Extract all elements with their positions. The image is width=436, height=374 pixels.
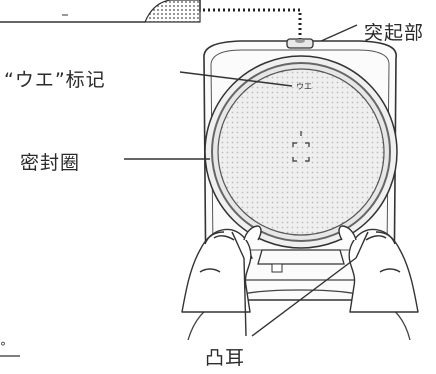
center-mark — [292, 131, 310, 162]
inset-fragment — [0, 0, 210, 23]
dotted-connector — [203, 8, 302, 42]
label-ue-small: ウエ — [296, 82, 312, 91]
label-protrusion: 突起部 — [364, 22, 425, 44]
label-seal-ring: 密封圈 — [20, 152, 81, 174]
text-fragment: ° — [0, 340, 6, 354]
label-lugs: 凸耳 — [205, 347, 246, 369]
leader-ue-mark — [179, 71, 293, 87]
hand-icon — [181, 225, 262, 313]
hand-icon — [338, 225, 419, 313]
inner-lid — [204, 55, 398, 249]
lid-latch — [257, 249, 345, 273]
leader-lug-left — [243, 257, 247, 337]
protrusion-knob — [286, 38, 314, 49]
label-ue-mark: “ウエ”标记 — [4, 69, 106, 91]
leader-lug-right — [251, 257, 357, 337]
